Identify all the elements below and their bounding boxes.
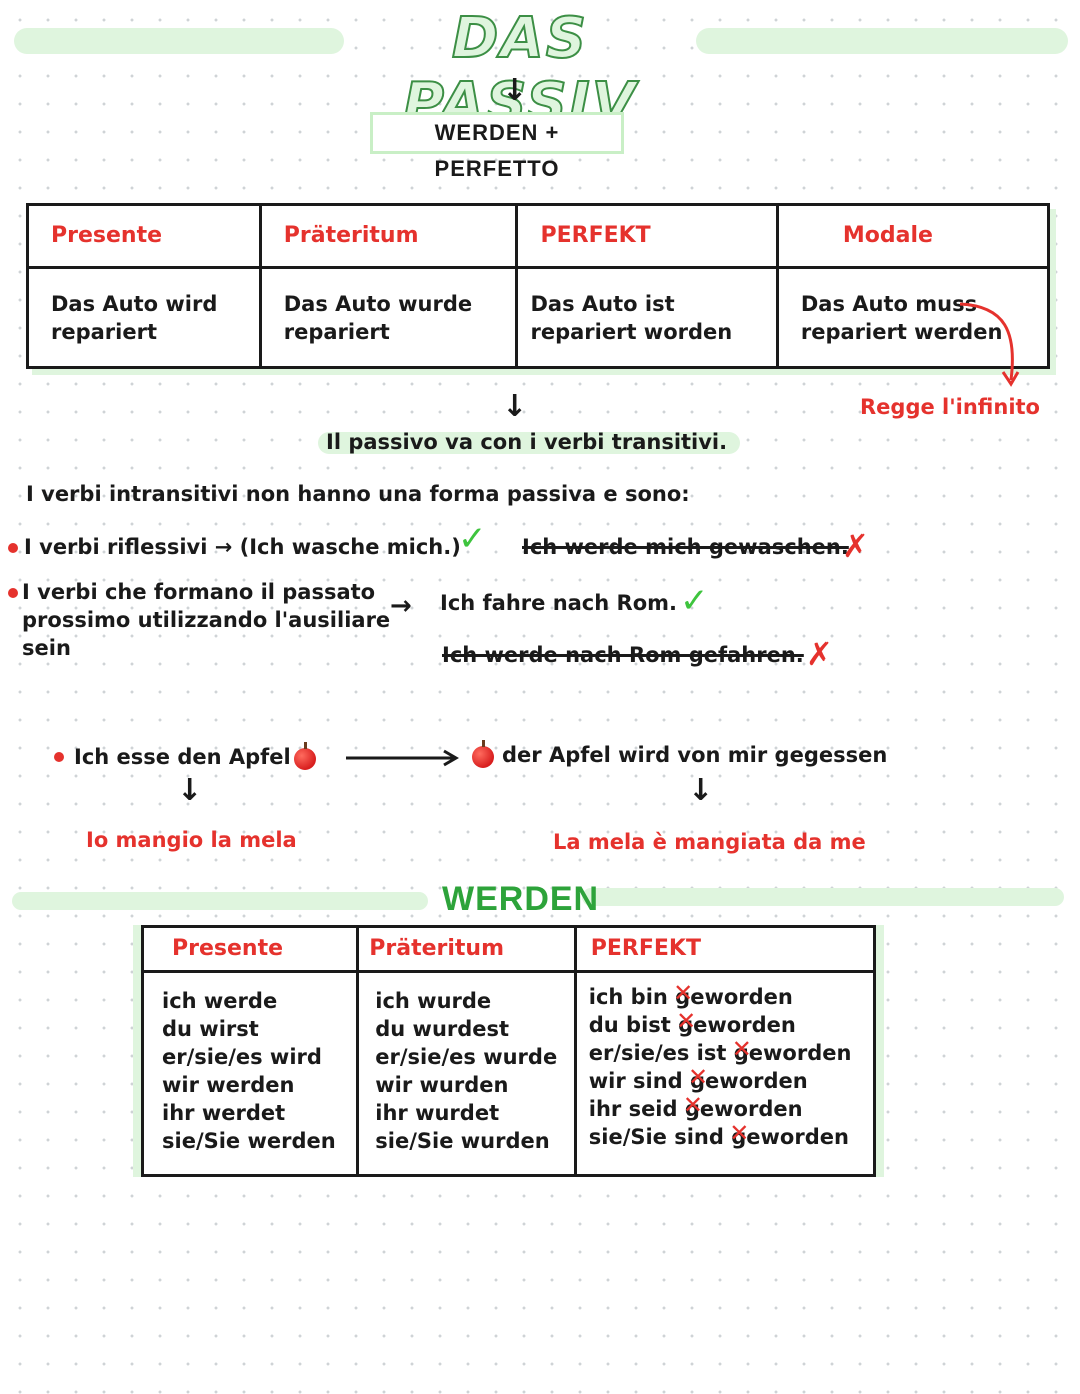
arrow-down-icon: ↓ (688, 773, 714, 808)
presente-column: ich werde du wirst er/sie/es wird wir we… (140, 970, 360, 1177)
formula-box: WERDEN + PERFETTO (370, 112, 624, 181)
header-presente: Presente (26, 203, 262, 269)
werden-highlight-right (582, 888, 1064, 906)
cross-icon: ✗ (806, 635, 833, 673)
bullet (54, 752, 64, 762)
title-highlight-left (14, 28, 344, 54)
header-perfekt: PERFEKT (573, 925, 877, 973)
arrow-right-icon: → (390, 591, 412, 621)
perfekt-column: ich bin geworden du bist geworden er/sie… (573, 970, 877, 1177)
cross-icon: ✗ (842, 527, 869, 565)
transitive-note: Il passivo va con i verbi transitivi. (326, 430, 728, 454)
active-sentence-it: Io mangio la mela (86, 828, 297, 852)
passive-sentence-it: La mela è mangiata da me (553, 830, 866, 854)
werden-table: Presente Präteritum PERFEKT ich werde du… (140, 925, 877, 1177)
werden-highlight-left (12, 892, 428, 910)
tense-table: Presente Präteritum PERFEKT Modale Das A… (26, 203, 1051, 369)
bullet (8, 543, 18, 553)
header-praeteritum: Präteritum (356, 925, 577, 973)
sein-example-ok: Ich fahre nach Rom. (440, 591, 677, 615)
modal-note: Regge l'infinito (860, 395, 1040, 419)
reflexive-wrong: Ich werde mich gewaschen. (522, 535, 849, 559)
header-presente: Presente (140, 925, 360, 973)
header-perfekt: PERFEKT (515, 203, 779, 269)
arrow-right-icon (346, 749, 459, 767)
apple-icon (294, 742, 316, 770)
praeteritum-column: ich wurde du wurdest er/sie/es wurde wir… (356, 970, 577, 1177)
reflexive-label: I verbi riflessivi → (Ich wasche mich.) (24, 535, 461, 559)
arrow-down-icon: ↓ (177, 773, 203, 808)
header-praeteritum: Präteritum (258, 203, 519, 269)
title-highlight-right (696, 28, 1068, 54)
sein-example-wrong: Ich werde nach Rom gefahren. (442, 643, 804, 667)
check-icon: ✓ (680, 581, 709, 621)
intransitive-intro: I verbi intransitivi non hanno una forma… (26, 482, 690, 506)
apple-icon (472, 740, 494, 768)
arrow-down-icon: ↓ (502, 389, 528, 424)
curved-arrow-icon (959, 302, 1020, 387)
sein-verbs-text: I verbi che formano il passato prossimo … (22, 580, 391, 660)
transitive-highlight (318, 432, 740, 454)
bullet (8, 588, 18, 598)
passive-sentence-de: der Apfel wird von mir gegessen (502, 743, 888, 767)
arrow-down-icon: ↓ (502, 73, 528, 108)
active-sentence-de: Ich esse den Apfel (74, 745, 291, 769)
header-modale: Modale (775, 203, 1051, 269)
werden-title: WERDEN (442, 880, 600, 918)
check-icon: ✓ (458, 519, 487, 559)
